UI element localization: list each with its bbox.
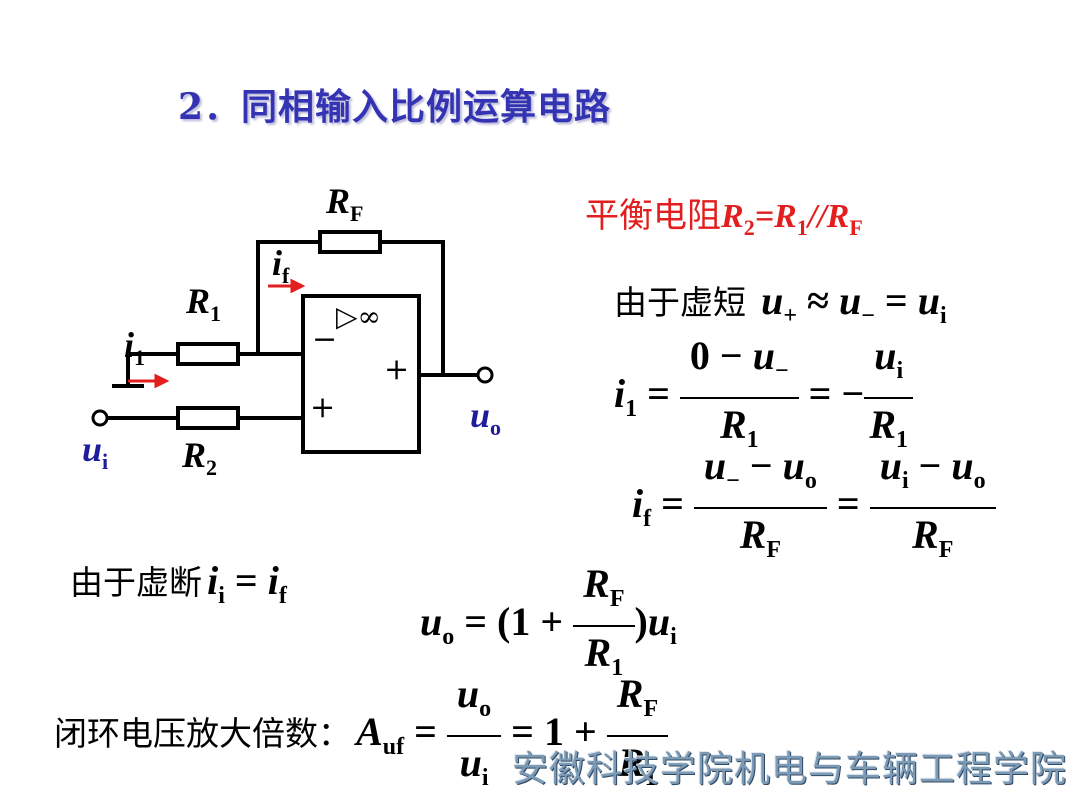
plus-input-sign: + — [310, 390, 336, 425]
r2-resistor — [176, 406, 240, 430]
r2-label: R2 — [182, 435, 218, 481]
infinity-symbol: ▷∞ — [336, 300, 381, 333]
ui-label: ui — [82, 429, 109, 475]
gain-label: 闭环电压放大倍数： — [54, 714, 351, 754]
uo-label: uo — [470, 395, 502, 441]
minus-sign: − — [312, 322, 338, 357]
virtual-open-line: 由于虚断 ii=if — [70, 558, 287, 609]
institution-footer: 安徽科技学院机电与车辆工程学院 — [512, 749, 1068, 790]
if-arrowhead — [290, 278, 306, 294]
virtual-short-label: 由于虚短 — [614, 283, 746, 322]
virtual-short-line: 由于虚短 u+≈u−=ui — [614, 278, 947, 329]
virtual-open-label: 由于虚断 — [70, 563, 202, 602]
output-terminal — [476, 366, 494, 384]
page-title: 2．同相输入比例运算电路 — [178, 86, 612, 128]
balance-resistor-line: 平衡电阻R2=R1//RF — [585, 196, 863, 240]
if-label: if — [272, 243, 290, 289]
input-terminal — [91, 409, 109, 427]
circuit-diagram — [91, 230, 494, 454]
balance-label: 平衡电阻 — [585, 196, 721, 236]
i1-arrowhead — [154, 373, 170, 389]
rf-resistor — [318, 230, 382, 254]
r1-label: R1 — [186, 281, 222, 327]
i1-label: i1 — [124, 325, 146, 371]
plus-output-sign: + — [384, 352, 410, 387]
rf-label: RF — [326, 181, 364, 227]
r1-resistor — [176, 342, 240, 366]
